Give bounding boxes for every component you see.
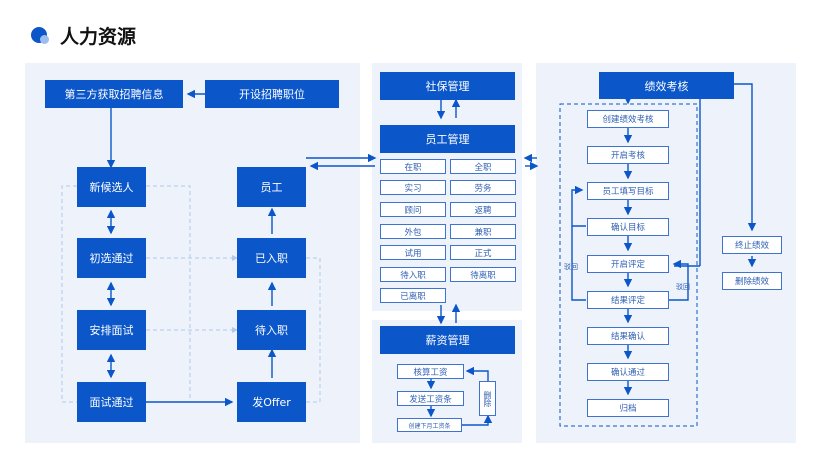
salary-create-next-step: 创建下月工资条: [397, 418, 462, 432]
perf-step-result-rating: 结果评定: [587, 291, 669, 309]
staff-tag-labor: 劳务: [450, 180, 516, 195]
social-security-block: 社保管理: [380, 72, 515, 100]
onboarded-block: 已入职: [237, 238, 306, 278]
staff-tag-pending-leave: 待离职: [450, 267, 516, 282]
performance-review-block: 绩效考核: [599, 72, 734, 99]
perf-step-confirm-goal: 确认目标: [587, 218, 669, 236]
staff-tag-part-time: 兼职: [450, 224, 516, 239]
perf-step-start-rating: 开启评定: [587, 255, 669, 273]
staff-tag-probation: 试用: [380, 245, 446, 260]
reject-left-label: 驳回: [564, 263, 578, 271]
perf-stop-block: 终止绩效: [722, 236, 782, 254]
send-offer-block: 发Offer: [237, 382, 306, 422]
staff-tag-consultant: 顾问: [380, 202, 446, 217]
new-candidate-block: 新候选人: [77, 167, 146, 207]
staff-tag-outsourced: 外包: [380, 224, 446, 239]
staff-tag-in-service: 在职: [380, 159, 446, 174]
staff-tag-intern: 实习: [380, 180, 446, 195]
perf-step-fill-goal: 员工填写目标: [587, 182, 669, 200]
third-party-recruit-block: 第三方获取招聘信息: [45, 80, 183, 108]
salary-delete-step: 删除: [479, 381, 496, 416]
staff-management-block: 员工管理: [380, 125, 515, 153]
staff-tag-resigned: 已离职: [380, 288, 446, 303]
perf-step-archive: 归档: [587, 399, 669, 417]
prelim-pass-block: 初选通过: [77, 238, 146, 278]
salary-calc-step: 核算工资: [397, 364, 464, 379]
perf-step-result-confirm: 结果确认: [587, 327, 669, 345]
pending-onboard-block: 待入职: [237, 310, 306, 350]
perf-delete-block: 删除绩效: [722, 272, 782, 290]
salary-send-step: 发送工资条: [397, 391, 464, 406]
interview-pass-block: 面试通过: [77, 382, 146, 422]
perf-step-approved: 确认通过: [587, 363, 669, 381]
staff-tag-regular: 正式: [450, 245, 516, 260]
schedule-interview-block: 安排面试: [77, 310, 146, 350]
staff-tag-pending-onboard: 待入职: [380, 267, 446, 282]
perf-step-start: 开启考核: [587, 146, 669, 164]
header-dot-accent: [40, 35, 49, 44]
employee-block: 员工: [237, 167, 306, 207]
staff-tag-rehired: 返聘: [450, 202, 516, 217]
salary-management-block: 薪资管理: [380, 326, 515, 354]
page-title: 人力资源: [60, 26, 137, 48]
staff-tag-full-time: 全职: [450, 159, 516, 174]
reject-right-label: 驳回: [676, 283, 690, 291]
perf-step-create: 创建绩效考核: [587, 110, 669, 128]
open-position-block: 开设招聘职位: [205, 80, 339, 108]
